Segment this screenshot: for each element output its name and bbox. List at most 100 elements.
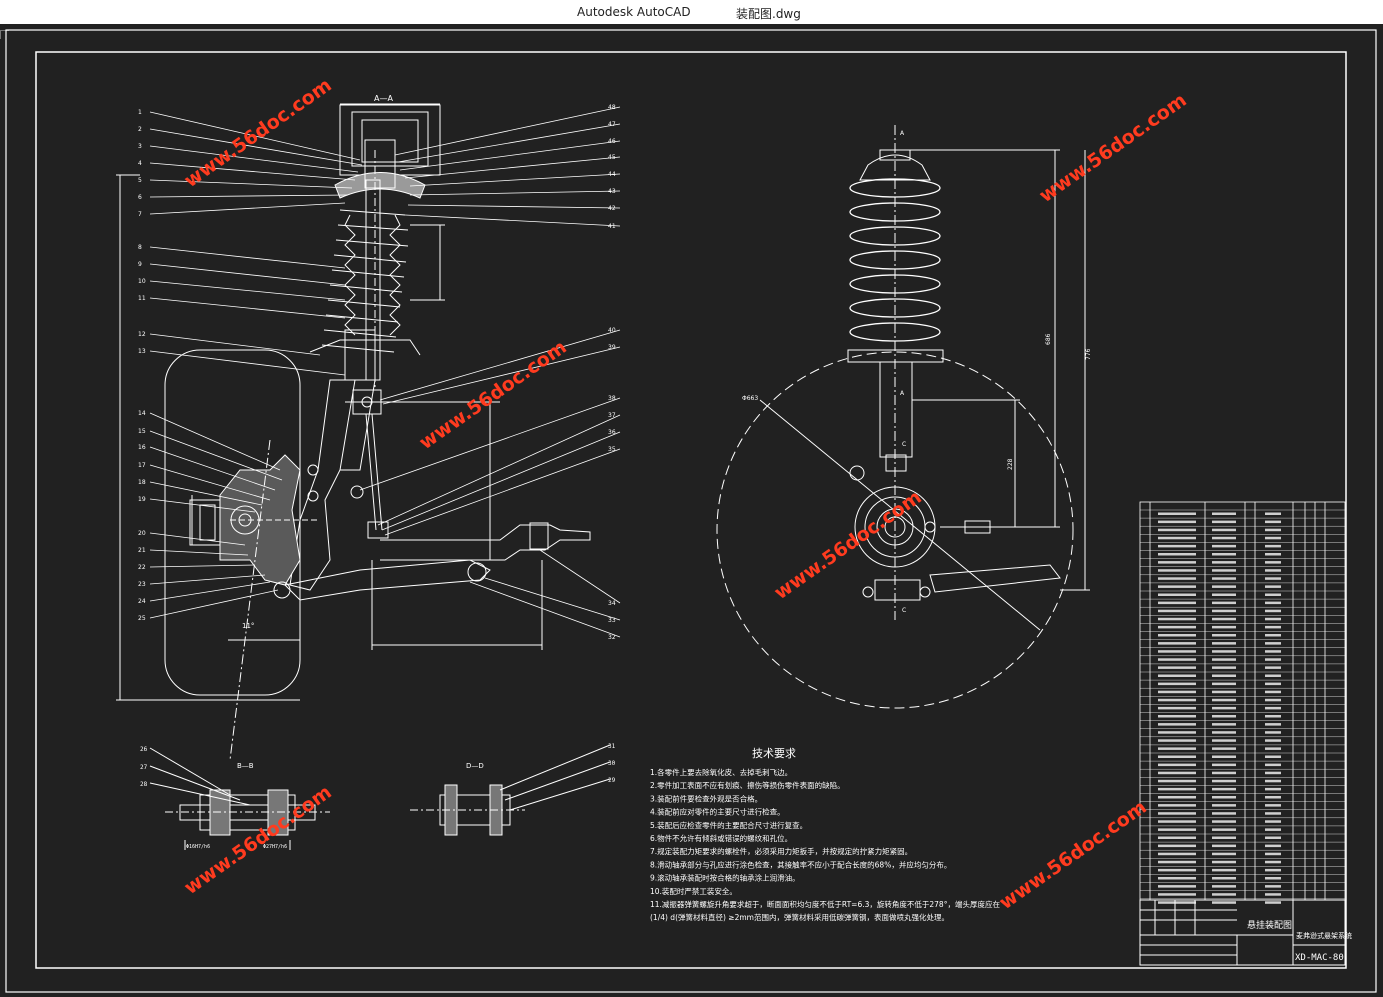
balloon-label: 36 <box>608 429 616 436</box>
bom-cell-text <box>1265 893 1281 896</box>
bom-cell-text <box>1212 763 1236 767</box>
bom-cell-text <box>1212 779 1236 783</box>
bom-cell-text <box>1265 828 1281 831</box>
balloon-label: 37 <box>608 412 616 419</box>
bom-cell-text <box>1265 836 1281 839</box>
balloon-label: 9 <box>138 261 142 268</box>
svg-text:Φ663: Φ663 <box>742 395 758 402</box>
bom-cell-text <box>1158 715 1196 718</box>
balloon-label: 35 <box>608 446 616 453</box>
bom-cell-text <box>1158 731 1196 734</box>
bom-cell-text <box>1158 763 1196 767</box>
balloon-label: 16 <box>138 444 146 451</box>
bom-cell-text <box>1158 893 1196 896</box>
bom-cell-text <box>1212 715 1236 718</box>
bom-cell-text <box>1265 787 1281 791</box>
bom-cell-text <box>1212 666 1236 669</box>
svg-text:www.56doc.com: www.56doc.com <box>415 336 570 454</box>
balloon-label: 25 <box>138 615 146 622</box>
balloon-label: 48 <box>608 104 616 111</box>
bom-cell-text <box>1265 885 1281 888</box>
svg-text:776: 776 <box>1085 348 1092 360</box>
balloon-28: 28 <box>140 781 148 788</box>
bom-cell-text <box>1212 650 1236 653</box>
title-design-name: 麦弗逊式悬架系统 <box>1296 931 1352 940</box>
tech-requirement-item: (1/4) d(弹簧材料直径) ≥2mm范围内，弹簧材料采用低碳弹簧钢，表面做喷… <box>650 912 949 922</box>
section-view-dd <box>410 744 611 836</box>
bom-cell-text <box>1158 885 1196 888</box>
bom-cell-text <box>1265 779 1281 783</box>
bom-cell-text <box>1265 650 1281 653</box>
tech-requirement-item: 1.各零件上要去除氧化皮、去掉毛刺飞边。 <box>650 767 792 777</box>
bom-cell-text <box>1265 682 1281 686</box>
drawing-canvas[interactable]: 11° 123456789101112131415161718192021222… <box>0 24 1383 997</box>
balloon-label: 7 <box>138 211 142 218</box>
balloon-27: 27 <box>140 764 148 771</box>
bom-cell-text <box>1158 625 1196 629</box>
tech-requirement-item: 10.装配时严禁工装安全。 <box>650 886 737 896</box>
bom-cell-text <box>1212 577 1236 580</box>
bom-cell-text <box>1158 609 1196 613</box>
bom-cell-text <box>1265 617 1281 621</box>
title-part-name: 悬挂装配图 <box>1247 919 1292 931</box>
bom-cell-text <box>1158 528 1196 532</box>
balloon-label: 6 <box>138 194 142 201</box>
fit-note-bb-right: Φ27H7/h6 <box>263 844 287 850</box>
balloon-label: 39 <box>608 344 616 351</box>
bom-cell-text <box>1265 512 1281 515</box>
leader-lines-left <box>149 111 363 619</box>
bom-cell-text <box>1158 739 1196 742</box>
bom-cell-text <box>1212 520 1236 524</box>
balloon-label: 41 <box>608 223 616 230</box>
bom-cell-text <box>1265 771 1281 775</box>
bom-cell-text <box>1212 544 1236 548</box>
bom-cell-text <box>1212 601 1236 605</box>
svg-text:A: A <box>900 390 905 397</box>
balloon-label: 13 <box>138 348 146 355</box>
bom-cell-text <box>1265 561 1281 564</box>
bom-cell-text <box>1265 804 1281 807</box>
bom-cell-text <box>1212 642 1236 645</box>
bom-cell-text <box>1158 901 1196 904</box>
bom-cell-text <box>1265 577 1281 580</box>
bom-cell-text <box>1265 796 1281 799</box>
bom-cell-text <box>1265 593 1281 596</box>
tech-requirement-item: 4.装配前应对零件的主要尺寸进行检查。 <box>650 807 785 817</box>
balloon-label: 44 <box>608 171 616 178</box>
balloon-label: 47 <box>608 121 616 128</box>
bom-cell-text <box>1158 601 1196 605</box>
bom-cell-text <box>1212 609 1236 613</box>
balloon-label: 15 <box>138 428 146 435</box>
balloon-label: 1 <box>138 109 142 116</box>
balloon-30: 30 <box>608 760 616 767</box>
bom-cell-text <box>1212 787 1236 791</box>
bom-cell-text <box>1265 698 1281 702</box>
balloon-label: 45 <box>608 154 616 161</box>
bom-cell-text <box>1158 747 1196 750</box>
bom-cell-text <box>1265 544 1281 548</box>
bom-cell-text <box>1212 852 1236 856</box>
tech-requirement-item: 7.规定装配力矩要求的螺栓件，必须采用力矩扳手，并按规定的拧紧力矩紧固。 <box>650 846 912 856</box>
bom-cell-text <box>1212 706 1236 710</box>
bom-cell-text <box>1265 625 1281 629</box>
bom-cell-text <box>1265 723 1281 726</box>
bom-cell-text <box>1265 901 1281 904</box>
bom-cell-text <box>1265 658 1281 661</box>
bom-cell-text <box>1265 553 1281 556</box>
bom-cell-text <box>1158 674 1196 677</box>
bom-cell-text <box>1158 658 1196 661</box>
svg-text:686: 686 <box>1045 333 1052 345</box>
bom-cell-text <box>1158 520 1196 524</box>
svg-text:C: C <box>902 441 906 448</box>
bom-cell-text <box>1212 625 1236 629</box>
bom-cell-text <box>1265 844 1281 848</box>
balloon-label: 43 <box>608 188 616 195</box>
viewport-corner-icon[interactable] <box>0 30 9 39</box>
svg-text:A: A <box>900 130 905 137</box>
balloon-label: 38 <box>608 395 616 402</box>
tech-requirement-item: 3.装配前件要检查外观是否合格。 <box>650 793 762 803</box>
bom-cell-text <box>1212 731 1236 734</box>
bom-cell-text <box>1158 593 1196 596</box>
svg-text:www.56doc.com: www.56doc.com <box>1035 89 1190 207</box>
